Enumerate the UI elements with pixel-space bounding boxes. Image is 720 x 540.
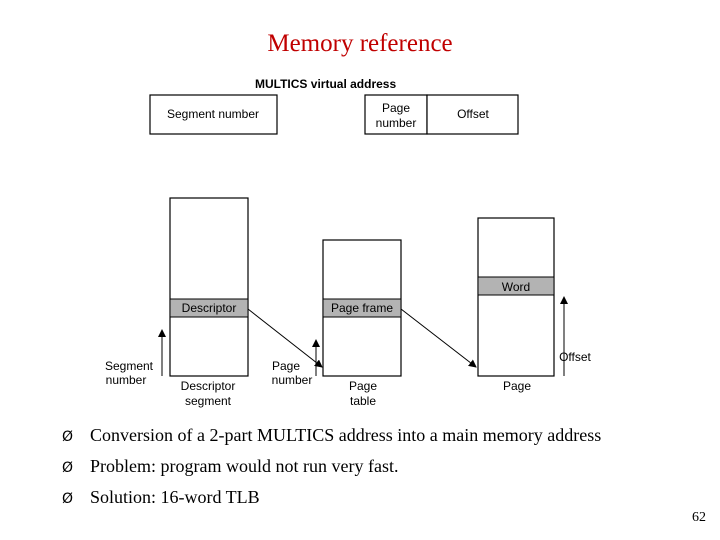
page-label: Page bbox=[503, 379, 531, 393]
segment-number-label-line2: number bbox=[106, 373, 147, 387]
bullet-text: Solution: 16-word TLB bbox=[90, 487, 260, 507]
segment-number-field-label: Segment number bbox=[167, 107, 259, 121]
page-frame-to-page-arrow bbox=[400, 308, 477, 368]
bullet-item: Ø Conversion of a 2-part MULTICS address… bbox=[62, 421, 601, 452]
descriptor-segment-table bbox=[169, 197, 249, 377]
slide-page-number: 62 bbox=[692, 510, 706, 525]
page-number-field bbox=[364, 94, 428, 135]
offset-label: Offset bbox=[559, 350, 591, 364]
descriptor-segment-label-line2: segment bbox=[185, 394, 232, 408]
page-table-label-line2: table bbox=[350, 394, 376, 408]
page-number-label-line2: number bbox=[272, 373, 313, 387]
page-frame-entry-label: Page frame bbox=[331, 301, 393, 315]
page-number-label-line1: Page bbox=[272, 359, 300, 373]
page-frame-entry bbox=[322, 298, 402, 318]
arrow-bullet-icon: Ø bbox=[62, 429, 74, 445]
offset-field bbox=[426, 94, 519, 135]
page-table-label-line1: Page bbox=[349, 379, 377, 393]
page-number-field-label-line1: Page bbox=[382, 101, 410, 115]
word-entry bbox=[477, 276, 555, 296]
page-box bbox=[477, 217, 555, 377]
bullet-list: Ø Conversion of a 2-part MULTICS address… bbox=[62, 421, 601, 514]
descriptor-entry-label: Descriptor bbox=[182, 301, 237, 315]
bullet-text: Problem: program would not run very fast… bbox=[90, 456, 399, 476]
page-number-field-label-line2: number bbox=[376, 116, 417, 130]
descriptor-entry bbox=[169, 298, 249, 318]
arrow-bullet-icon: Ø bbox=[62, 491, 74, 507]
descriptor-segment-label-line1: Descriptor bbox=[181, 379, 236, 393]
virtual-address-header: MULTICS virtual address bbox=[255, 77, 396, 91]
slide-title: Memory reference bbox=[267, 30, 453, 57]
bullet-item: Ø Solution: 16-word TLB bbox=[62, 483, 601, 514]
descriptor-to-page-table-arrow bbox=[247, 308, 323, 368]
offset-field-label: Offset bbox=[457, 107, 489, 121]
segment-number-field bbox=[149, 94, 278, 135]
bullet-text: Conversion of a 2-part MULTICS address i… bbox=[90, 425, 602, 445]
word-entry-label: Word bbox=[502, 280, 530, 294]
arrow-bullet-icon: Ø bbox=[62, 460, 74, 476]
multics-address-translation-diagram: MULTICS virtual address Segment number P… bbox=[105, 77, 592, 408]
bullet-item: Ø Problem: program would not run very fa… bbox=[62, 452, 601, 483]
segment-number-label-line1: Segment bbox=[105, 359, 154, 373]
